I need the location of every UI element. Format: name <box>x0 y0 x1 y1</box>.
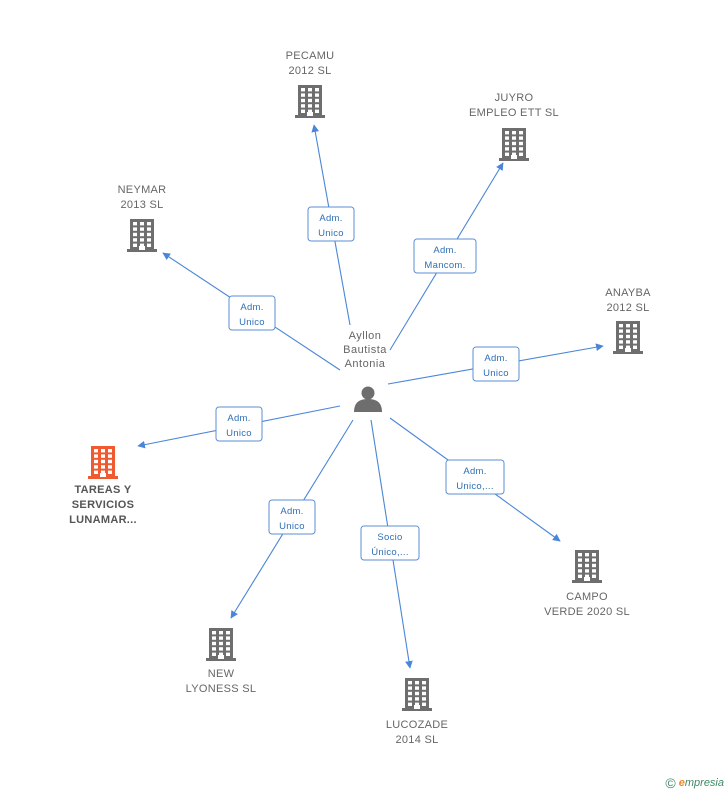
company-name-new[interactable]: LYONESS SL <box>186 683 257 695</box>
relation-text: Adm. <box>240 302 263 313</box>
building-icon-new[interactable] <box>206 628 236 661</box>
company-name-anayba[interactable]: 2012 SL <box>606 302 649 314</box>
company-name-tareas[interactable]: SERVICIOS <box>72 499 134 511</box>
relation-labels-layer: Adm.UnicoAdm.Mancom.Adm.UnicoAdm.UnicoAd… <box>215 206 520 561</box>
building-icon-neymar[interactable] <box>127 219 157 252</box>
relation-text: Unico,... <box>456 481 494 492</box>
relation-box <box>307 206 355 242</box>
relation-text: Adm. <box>463 466 486 477</box>
relation-label-lucozade[interactable]: SocioÚnico,... <box>360 525 420 561</box>
company-name-tareas[interactable]: LUNAMAR... <box>69 514 137 526</box>
company-name-pecamu[interactable]: PECAMU <box>286 50 335 62</box>
relation-text: Adm. <box>280 506 303 517</box>
company-name-juyro[interactable]: EMPLEO ETT SL <box>469 107 559 119</box>
person-name-line: Bautista <box>343 344 387 356</box>
building-icon-pecamu[interactable] <box>295 85 325 118</box>
company-name-anayba[interactable]: ANAYBA <box>605 287 651 299</box>
relation-label-anayba[interactable]: Adm. Unico <box>472 346 520 382</box>
relation-label-neymar[interactable]: Adm. Unico <box>228 295 276 331</box>
relation-label-new[interactable]: Adm. Unico <box>268 499 316 535</box>
relation-box <box>215 406 263 442</box>
person-name-line: Ayllon <box>349 330 382 342</box>
company-name-neymar[interactable]: NEYMAR <box>118 184 167 196</box>
relation-text: Unico <box>279 521 305 532</box>
relation-text: Socio <box>377 532 402 543</box>
relation-box <box>268 499 316 535</box>
relation-text: Unico <box>318 228 344 239</box>
company-name-tareas[interactable]: TAREAS Y <box>74 484 131 496</box>
relation-text: Adm. <box>319 213 342 224</box>
relation-text: Unico <box>483 368 509 379</box>
building-icon-tareas[interactable] <box>88 446 118 479</box>
relation-box <box>472 346 520 382</box>
relation-text: Unico <box>226 428 252 439</box>
brand-footer: © empresia <box>665 775 724 791</box>
relation-box <box>413 238 477 274</box>
relation-box <box>228 295 276 331</box>
person-icon[interactable] <box>354 386 382 413</box>
building-icon-anayba[interactable] <box>613 321 643 354</box>
company-name-juyro[interactable]: JUYRO <box>495 92 534 104</box>
company-name-neymar[interactable]: 2013 SL <box>120 199 163 211</box>
relation-label-pecamu[interactable]: Adm. Unico <box>307 206 355 242</box>
relation-text: Adm. <box>484 353 507 364</box>
relation-text: Único,... <box>371 547 409 558</box>
building-icon-campo[interactable] <box>572 550 602 583</box>
relation-label-tareas[interactable]: Adm. Unico <box>215 406 263 442</box>
relation-text: Mancom. <box>424 260 465 271</box>
relation-text: Unico <box>239 317 265 328</box>
brand-logo[interactable]: empresia <box>678 777 724 789</box>
company-name-new[interactable]: NEW <box>208 668 235 680</box>
person-name-line: Antonia <box>345 358 386 370</box>
company-name-campo[interactable]: CAMPO <box>566 591 608 603</box>
relation-label-juyro[interactable]: Adm. Mancom. <box>413 238 477 274</box>
relation-box <box>445 459 505 495</box>
building-icon-lucozade[interactable] <box>402 678 432 711</box>
company-name-pecamu[interactable]: 2012 SL <box>288 65 331 77</box>
relation-text: Adm. <box>227 413 250 424</box>
company-name-lucozade[interactable]: LUCOZADE <box>386 719 448 731</box>
company-name-lucozade[interactable]: 2014 SL <box>395 734 438 746</box>
building-icon-juyro[interactable] <box>499 128 529 161</box>
company-name-campo[interactable]: VERDE 2020 SL <box>544 606 630 618</box>
relation-box <box>360 525 420 561</box>
copyright-icon: © <box>665 775 676 791</box>
relation-label-campo[interactable]: Adm. Unico,... <box>445 459 505 495</box>
relation-text: Adm. <box>433 245 456 256</box>
